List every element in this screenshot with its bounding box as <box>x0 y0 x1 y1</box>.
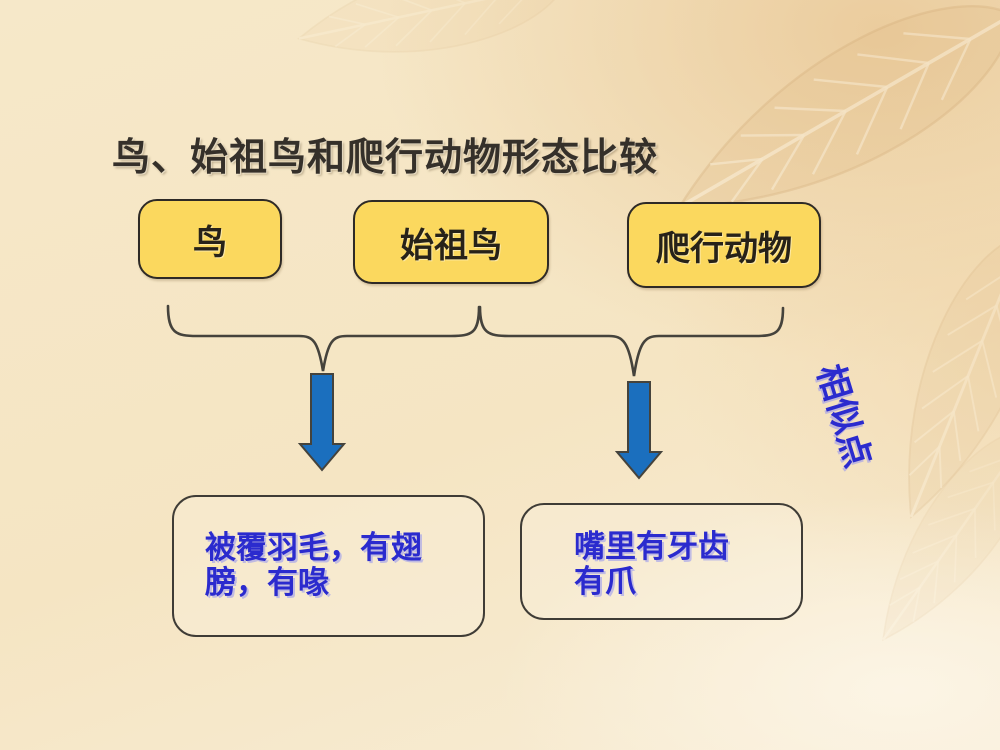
feature-box-bird-traits: 被覆羽毛，有翅 膀，有喙 <box>172 495 485 637</box>
category-label-bird: 鸟 <box>193 222 227 263</box>
category-label-archaeopteryx: 始祖鸟 <box>400 225 502 266</box>
feature-line: 嘴里有牙齿 <box>574 529 729 565</box>
category-label-reptile: 爬行动物 <box>656 228 792 269</box>
down-arrow-left-icon <box>297 373 347 472</box>
category-box-bird: 鸟 <box>138 199 282 279</box>
similar-points-annotation: 相似点 <box>809 359 879 473</box>
down-arrow-right-icon <box>614 381 664 480</box>
feature-line: 被覆羽毛，有翅 <box>205 530 422 566</box>
category-box-archaeopteryx: 始祖鸟 <box>353 200 549 284</box>
feature-text-bird-traits: 被覆羽毛，有翅 膀，有喙 <box>205 531 483 601</box>
slide-title: 鸟、始祖鸟和爬行动物形态比较 <box>112 135 659 179</box>
feature-line: 膀，有喙 <box>205 565 329 601</box>
feature-box-reptile-traits: 嘴里有牙齿 有爪 <box>520 503 803 620</box>
category-box-reptile: 爬行动物 <box>627 202 821 288</box>
feature-text-reptile-traits: 嘴里有牙齿 有爪 <box>574 530 801 600</box>
feature-line: 有爪 <box>574 564 636 600</box>
right-underbrace-icon <box>478 305 785 377</box>
left-underbrace-icon <box>166 304 481 372</box>
